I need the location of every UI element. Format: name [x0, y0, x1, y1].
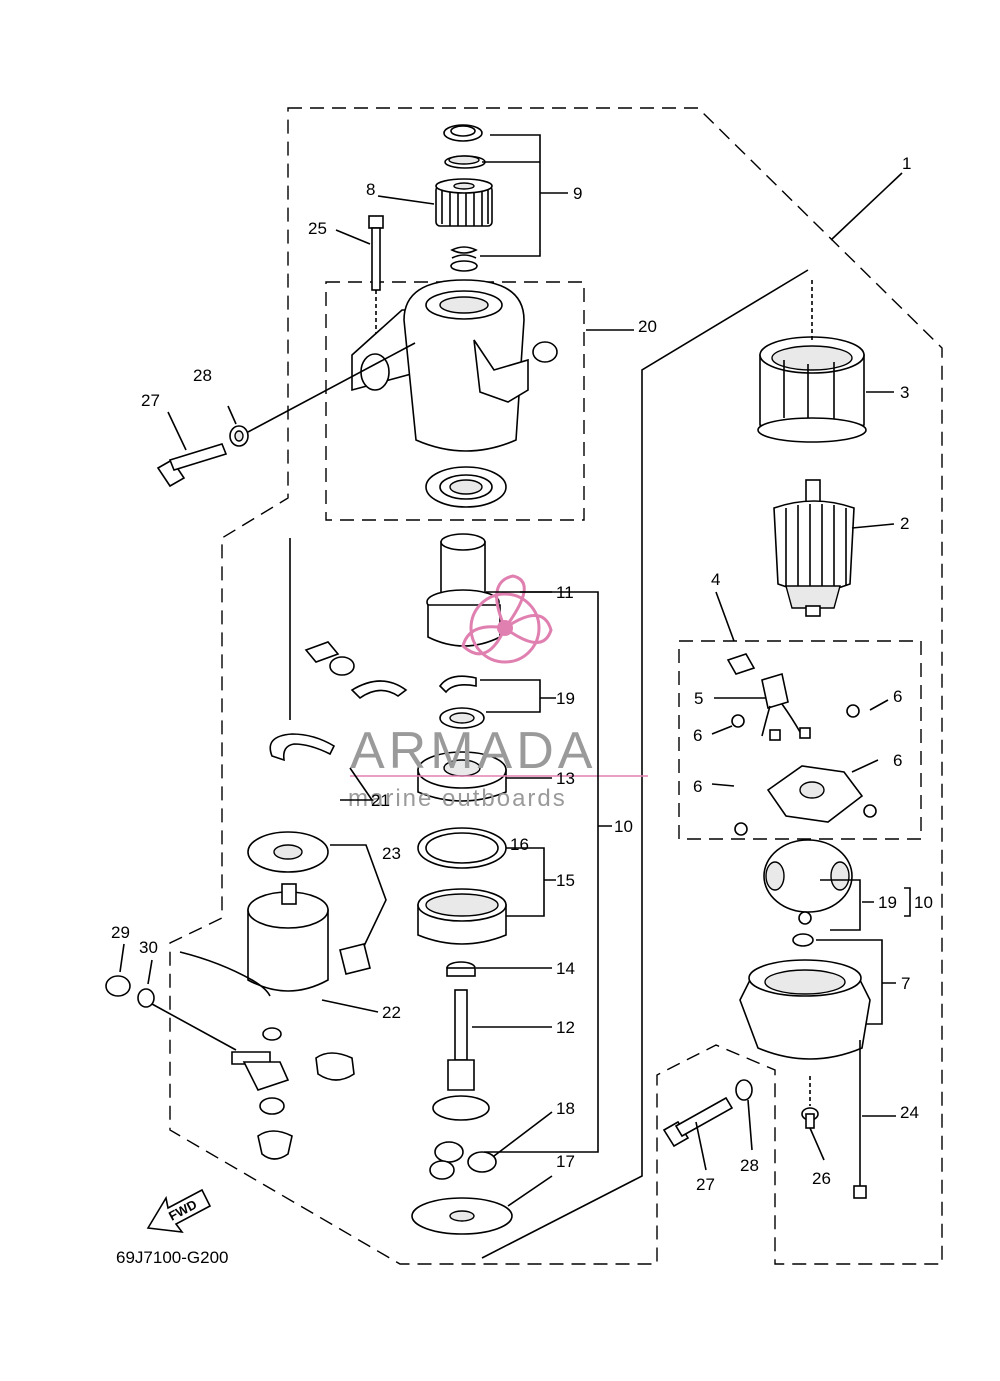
callout-17: 17: [556, 1152, 575, 1171]
watermark-tagline: marine outboards: [348, 785, 567, 812]
planetary-gear-stack: [411, 533, 513, 1235]
callout-23: 23: [382, 844, 401, 863]
callout-6a: 6: [893, 687, 902, 706]
callout-18: 18: [556, 1099, 575, 1118]
callout-7: 7: [901, 974, 910, 993]
callout-4: 4: [711, 570, 720, 589]
drawing-code: 69J7100-G200: [116, 1248, 228, 1267]
group-boundaries: [169, 107, 943, 1265]
drive-housing-20: [351, 279, 558, 508]
callout-14: 14: [556, 959, 575, 978]
callout-2: 2: [900, 514, 909, 533]
main-assembly-outline: [169, 107, 943, 1265]
callout-29: 29: [111, 923, 130, 942]
callout-12: 12: [556, 1018, 575, 1037]
callout-1: 1: [902, 154, 911, 173]
callout-6c: 6: [893, 751, 902, 770]
callout-16: 16: [510, 835, 529, 854]
armature-frame-line: [481, 269, 809, 1259]
yoke-3: [757, 280, 867, 443]
callout-22: 22: [382, 1003, 401, 1022]
rear-cover-7: [739, 839, 871, 1060]
callout-6d: 6: [693, 777, 702, 796]
callout-11: 11: [556, 583, 574, 602]
callout-9: 9: [573, 184, 582, 203]
solenoid-22: [105, 831, 371, 1160]
callout-labels: 1 2 3 4 5 6 6 6 6 7 8 9 10 10 11 12 13 1…: [111, 154, 933, 1194]
callout-28b: 28: [740, 1156, 759, 1175]
callout-20: 20: [638, 317, 657, 336]
callout-5: 5: [694, 689, 703, 708]
lever-group-21: [269, 538, 408, 762]
callout-13: 13: [556, 769, 575, 788]
callout-19b: 19: [878, 893, 897, 912]
brush-holder-4: [726, 653, 877, 836]
armada-watermark: ARMADA marine outboards: [348, 574, 648, 812]
brush-holder-box-4: [678, 640, 922, 840]
callout-8: 8: [366, 180, 375, 199]
callout-27a: 27: [141, 391, 160, 410]
callout-27b: 27: [696, 1175, 715, 1194]
callout-25: 25: [308, 219, 327, 238]
leader-lines: [119, 134, 903, 1207]
armature-2: [773, 479, 855, 617]
callout-24: 24: [900, 1103, 919, 1122]
propeller-logo-icon: [469, 592, 541, 664]
callout-21: 21: [371, 791, 390, 810]
callout-15: 15: [556, 871, 575, 890]
fwd-arrow-icon: FWD: [146, 1188, 212, 1234]
callout-3: 3: [900, 383, 909, 402]
housing-group-box-20: [325, 281, 585, 521]
callout-6b: 6: [693, 726, 702, 745]
callout-26: 26: [812, 1169, 831, 1188]
callout-10b: 10: [914, 893, 933, 912]
pinion-group: [435, 124, 493, 272]
callout-28a: 28: [193, 366, 212, 385]
callout-10a: 10: [614, 817, 633, 836]
watermark-brand: ARMADA: [350, 722, 596, 780]
callout-19a: 19: [556, 689, 575, 708]
bolt-27-left: [156, 342, 416, 488]
bolts-right: [662, 1040, 867, 1199]
callout-30: 30: [139, 938, 158, 957]
